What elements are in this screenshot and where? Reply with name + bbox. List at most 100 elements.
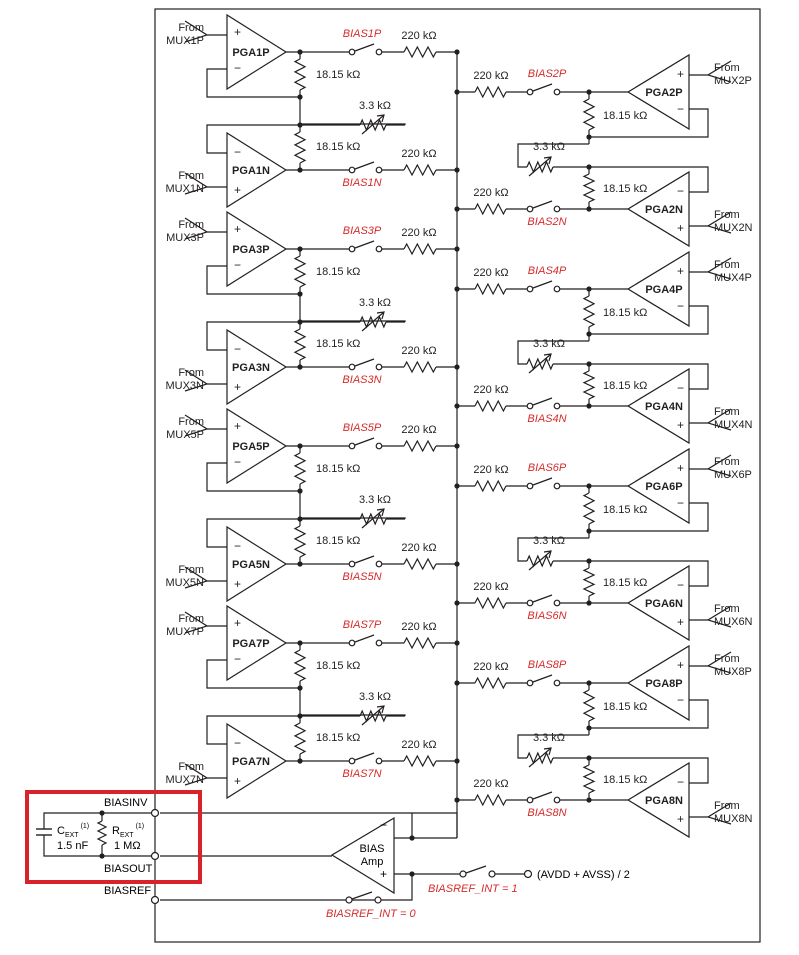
rext-top-junction bbox=[99, 810, 105, 816]
p-bus-junction bbox=[454, 640, 460, 646]
var-res-value: 3.3 kΩ bbox=[533, 535, 565, 547]
from-label: From bbox=[714, 800, 740, 812]
switch-BIAS3P-contact-a bbox=[348, 245, 356, 253]
n-bias-resistor bbox=[403, 360, 437, 374]
mux-input-fork bbox=[184, 369, 209, 392]
p-feedback-wire bbox=[206, 265, 300, 295]
pga-label-PGA7N: PGA7N bbox=[232, 756, 270, 768]
p-bias-resistor bbox=[403, 242, 437, 256]
p-rfb-value: 18.15 kΩ bbox=[603, 110, 647, 122]
from-label: From bbox=[714, 259, 740, 271]
switch-BIAS3P-contact-b bbox=[375, 245, 383, 253]
switch-BIAS8N-contact-b bbox=[553, 796, 561, 804]
p-feedback-wire bbox=[589, 108, 709, 138]
switch-BIAS8P-contact-b bbox=[553, 679, 561, 687]
n-bus-junction bbox=[454, 364, 460, 370]
mux-label-MUX7P: MUX7P bbox=[166, 626, 204, 638]
n-feedback-wire bbox=[206, 518, 300, 548]
n-rfb-value: 18.15 kΩ bbox=[316, 732, 360, 744]
variable-resistor-arrow-head bbox=[543, 550, 552, 559]
rext-bottom-junction bbox=[99, 853, 105, 859]
n-feedback-wire bbox=[206, 124, 300, 154]
switch-BIAS1N-contact-a bbox=[348, 166, 356, 174]
p-feedback-wire bbox=[206, 462, 300, 492]
p-rfb-value: 18.15 kΩ bbox=[603, 307, 647, 319]
p-bias-res-value: 220 kΩ bbox=[473, 267, 508, 279]
n-bias-res-value: 220 kΩ bbox=[473, 778, 508, 790]
var-res-value: 3.3 kΩ bbox=[533, 732, 565, 744]
n-feedback-wire bbox=[589, 166, 709, 193]
switch-BIAS8P-arm bbox=[532, 674, 553, 683]
opamp-plus: + bbox=[677, 67, 684, 81]
n-feedback-resistor bbox=[582, 370, 596, 400]
p-bias-resistor bbox=[403, 45, 437, 59]
device-boundary bbox=[154, 8, 761, 943]
n-bias-resistor bbox=[474, 793, 507, 807]
var-res-left-wire bbox=[517, 340, 589, 365]
switch-BIAS2N-contact-b bbox=[553, 205, 561, 213]
variable-resistor-arrow-shaft bbox=[528, 156, 552, 177]
bias-label-BIAS4P: BIAS4P bbox=[528, 265, 567, 277]
p-feedback-resistor bbox=[293, 58, 307, 91]
p-bus-junction bbox=[454, 49, 460, 55]
biasout-pin bbox=[150, 851, 160, 861]
p-bus-junction bbox=[454, 89, 460, 95]
rext-label: REXT(1) bbox=[112, 823, 144, 839]
p-bias-res-value: 220 kΩ bbox=[473, 464, 508, 476]
pga-label-PGA8P: PGA8P bbox=[645, 678, 682, 690]
bias-label-BIAS7N: BIAS7N bbox=[342, 768, 381, 780]
switch-BIAS4N-arm bbox=[532, 397, 553, 406]
biasref-int1-label: BIASREF_INT = 1 bbox=[428, 883, 518, 895]
var-res-value: 3.3 kΩ bbox=[533, 141, 565, 153]
switch-BIAS7P-arm bbox=[354, 634, 375, 643]
p-bias-resistor bbox=[474, 282, 507, 296]
opamp-minus: − bbox=[677, 578, 684, 592]
p-bias-resistor bbox=[474, 676, 507, 690]
n-bias-resistor bbox=[474, 202, 507, 216]
n-bias-resistor bbox=[474, 399, 507, 413]
bias-label-BIAS7P: BIAS7P bbox=[343, 619, 382, 631]
bias-amp-label-1: BIAS bbox=[359, 843, 384, 855]
opamp-PGA2P bbox=[626, 53, 690, 131]
n-rfb-value: 18.15 kΩ bbox=[603, 774, 647, 786]
n-rfb-value: 18.15 kΩ bbox=[316, 338, 360, 350]
opamp-plus: + bbox=[677, 615, 684, 629]
p-feedback-resistor bbox=[293, 452, 307, 485]
from-label: From bbox=[178, 367, 204, 379]
n-feedback-wire bbox=[206, 321, 300, 351]
switch-BIAS5P-contact-a bbox=[348, 442, 356, 450]
n-bias-res-value: 220 kΩ bbox=[401, 345, 436, 357]
var-res-left-wire bbox=[517, 143, 589, 168]
opamp-PGA5N bbox=[226, 525, 288, 603]
n-output-junction bbox=[586, 206, 592, 212]
external-pins: BIASINV BIASOUT BIASREF bbox=[104, 797, 160, 905]
opamp-PGA3P bbox=[226, 210, 288, 288]
mux-label-MUX4P: MUX4P bbox=[714, 272, 752, 284]
mux-input-fork bbox=[184, 763, 209, 786]
opamp-plus: + bbox=[677, 658, 684, 672]
p-feedback-wire bbox=[206, 68, 300, 98]
p-rfb-value: 18.15 kΩ bbox=[316, 266, 360, 278]
var-res-left-wire bbox=[517, 734, 589, 759]
from-label: From bbox=[714, 603, 740, 615]
opamp-PGA4P bbox=[626, 250, 690, 328]
switch-BIAS5N-contact-a bbox=[348, 560, 356, 568]
opamp-minus: − bbox=[677, 184, 684, 198]
opamp-plus: + bbox=[234, 183, 241, 197]
biasref-int1-switch-left bbox=[459, 870, 467, 878]
variable-resistor-arrow-shaft bbox=[361, 114, 385, 135]
supply-ref-terminal bbox=[523, 869, 533, 879]
bias-label-BIAS5P: BIAS5P bbox=[343, 422, 382, 434]
var-res-value: 3.3 kΩ bbox=[359, 100, 391, 112]
mux-input-fork bbox=[184, 566, 209, 589]
switch-BIAS5N-arm bbox=[354, 555, 375, 564]
opamp-PGA8N bbox=[626, 761, 690, 839]
pga-label-PGA5P: PGA5P bbox=[232, 441, 269, 453]
switch-BIAS3P-arm bbox=[354, 240, 375, 249]
biasref-int0-switch-arm bbox=[351, 891, 373, 900]
p-bus-junction bbox=[454, 443, 460, 449]
from-label: From bbox=[714, 456, 740, 468]
cext-label: CEXT(1) bbox=[57, 823, 89, 839]
opamp-minus: − bbox=[677, 496, 684, 510]
